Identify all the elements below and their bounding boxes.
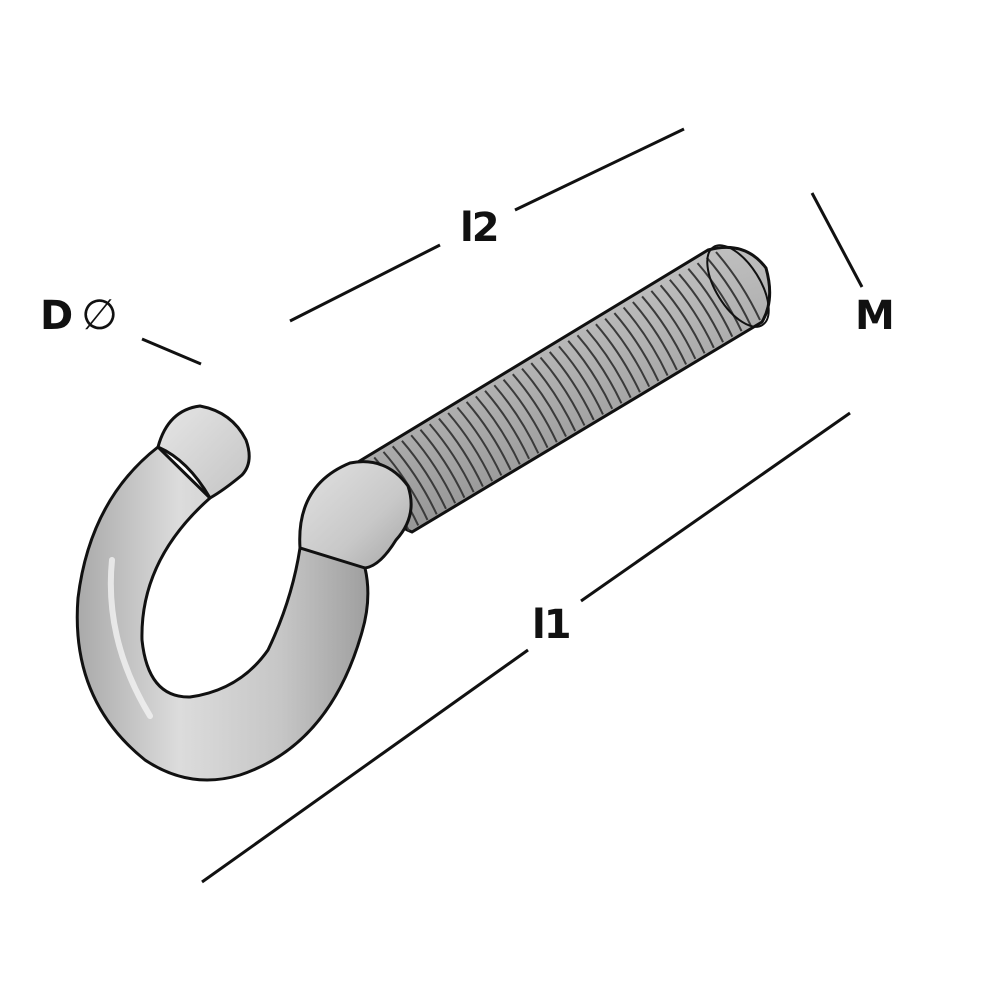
thread-ridge (622, 306, 669, 376)
thread-ridge (447, 412, 494, 482)
hook-tip (156, 404, 251, 501)
diameter-symbol: ∅ (81, 290, 118, 339)
thread-ridge (502, 379, 549, 449)
thread-ridge (438, 417, 484, 488)
thread-ridge (595, 323, 641, 393)
thread-ridge (706, 256, 752, 326)
threaded-shank (356, 244, 772, 534)
diameter-leader-line (141, 337, 202, 366)
thread-ridge (465, 401, 512, 471)
thread-ridge (567, 340, 614, 410)
thread-ridge (659, 284, 706, 354)
l2-dimension-line-right (514, 127, 685, 212)
thread-ridge (632, 301, 678, 371)
diameter-label: D∅ (40, 293, 118, 339)
thread-ridge (687, 268, 734, 338)
thread-ridge (548, 351, 595, 421)
thread-ridge (428, 423, 475, 493)
thread-ridge (558, 345, 604, 415)
l1-dimension-line-upper (580, 411, 851, 603)
dimension-lines (141, 127, 864, 884)
thread-ridge (604, 317, 651, 388)
thread-ridge (678, 273, 724, 343)
m-leader-line (810, 192, 864, 288)
thread-ridge (641, 295, 688, 365)
thread-ridge (715, 251, 761, 321)
thread-ridge (521, 367, 567, 438)
thread-size-label: M (855, 293, 895, 339)
thread-ridge (576, 334, 623, 404)
thread-ridge (669, 279, 715, 349)
l2-dimension-line-left (289, 243, 441, 323)
thread-ridge (539, 356, 586, 426)
thread-ridge (650, 290, 697, 360)
thread-ridge (419, 429, 466, 499)
thread-ridge (512, 373, 558, 443)
total-length-label: l1 (532, 602, 572, 648)
thread-ridge (475, 395, 521, 465)
thread-ridge (410, 434, 457, 504)
thread-ridge (530, 362, 577, 432)
thread-length-label: l2 (460, 205, 500, 251)
thread-ridge (484, 390, 530, 460)
thread-ridges (364, 251, 761, 532)
thread-ridge (391, 445, 438, 515)
diameter-letter: D (40, 293, 74, 339)
thread-ridge (585, 329, 632, 399)
thread-ridge (401, 440, 447, 510)
l1-dimension-line-lower (201, 648, 529, 884)
thread-ridge (696, 262, 743, 332)
thread-ridge (613, 312, 660, 382)
thread-ridge (456, 406, 503, 476)
thread-ridge (493, 384, 540, 454)
